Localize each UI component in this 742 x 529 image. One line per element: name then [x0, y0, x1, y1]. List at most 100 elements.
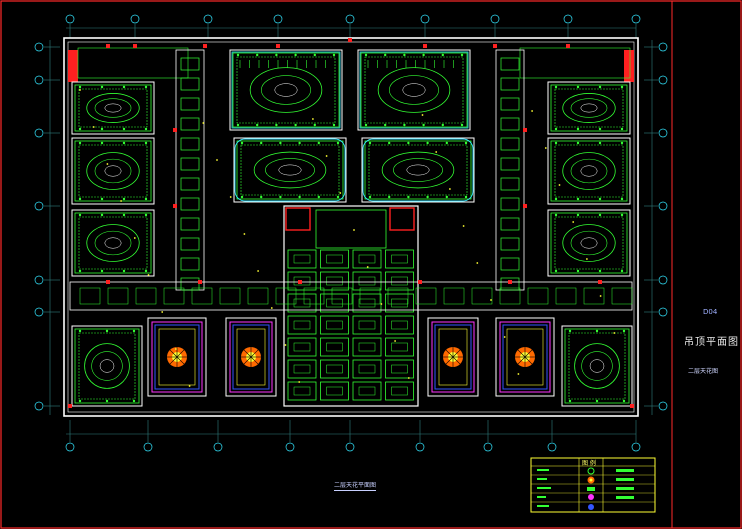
downlight-icon	[294, 53, 297, 57]
downlight-icon	[620, 141, 624, 145]
downlight-icon	[531, 110, 533, 112]
downlight-icon	[435, 151, 438, 153]
column-mark	[173, 128, 177, 132]
rosette-icon	[241, 347, 261, 367]
ceiling-room	[233, 137, 347, 203]
downlight-icon	[336, 195, 340, 199]
downlight-icon	[279, 141, 282, 145]
downlight-icon	[229, 196, 232, 198]
downlight-icon	[325, 155, 328, 157]
downlight-icon	[144, 213, 148, 217]
axis-bubble-icon	[34, 42, 44, 52]
downlight-icon	[313, 53, 316, 57]
downlight-icon	[441, 123, 444, 127]
axis-bubble-icon	[345, 442, 355, 452]
column-mark	[68, 404, 72, 408]
downlight-icon	[421, 114, 424, 116]
stair-core	[285, 207, 311, 231]
sheet-number: D04	[703, 308, 718, 316]
downlight-icon	[105, 329, 109, 333]
downlight-icon	[147, 274, 150, 276]
ceiling-panel	[135, 287, 157, 305]
downlight-icon	[460, 53, 464, 57]
downlight-icon	[622, 329, 626, 333]
downlight-icon	[422, 53, 425, 57]
stair-core	[389, 207, 415, 231]
corridor-ceiling	[175, 49, 205, 291]
downlight-icon	[100, 85, 104, 89]
downlight-icon	[403, 123, 406, 127]
downlight-icon	[312, 118, 314, 120]
axis-bubble-icon	[658, 275, 668, 285]
ceiling-room	[561, 325, 633, 407]
axis-bubble-icon	[563, 14, 573, 24]
ceiling-panel	[107, 287, 129, 305]
downlight-icon	[426, 141, 429, 145]
downlight-icon	[257, 270, 259, 272]
ceiling-panel	[583, 287, 605, 305]
downlight-icon	[216, 159, 218, 161]
downlight-icon	[202, 122, 205, 124]
column-mark	[106, 280, 110, 284]
axis-bubble-icon	[658, 75, 668, 85]
ceiling-room	[71, 209, 155, 277]
downlight-icon	[144, 85, 148, 89]
legend-title: 图 例	[582, 460, 596, 467]
downlight-icon	[568, 329, 572, 333]
downlight-icon	[403, 53, 406, 57]
sheet-title: 吊顶平面图	[684, 337, 739, 348]
axis-bubble-icon	[658, 401, 668, 411]
downlight-icon	[364, 123, 368, 127]
ceiling-panel	[191, 287, 213, 305]
axis-bubble-icon	[420, 14, 430, 24]
axis-bubble-icon	[34, 401, 44, 411]
downlight-icon	[353, 229, 355, 231]
downlight-icon	[317, 195, 320, 199]
ceiling-panel	[415, 287, 437, 305]
downlight-icon	[122, 213, 126, 217]
axis-bubble-icon	[273, 14, 283, 24]
downlight-icon	[445, 195, 448, 199]
axis-bubble-icon	[34, 128, 44, 138]
downlight-icon	[161, 311, 164, 313]
rosette-icon	[515, 347, 535, 367]
downlight-icon	[236, 53, 240, 57]
downlight-icon	[144, 269, 148, 273]
downlight-icon	[576, 127, 580, 131]
downlight-icon	[298, 141, 301, 145]
downlight-icon	[449, 188, 451, 190]
downlight-icon	[122, 197, 126, 201]
downlight-icon	[132, 329, 136, 333]
downlight-icon	[294, 123, 297, 127]
downlight-icon	[339, 192, 342, 194]
downlight-icon	[572, 221, 575, 223]
ceiling-panel	[275, 287, 297, 305]
downlight-icon	[144, 141, 148, 145]
downlight-icon	[275, 123, 278, 127]
column-mark	[423, 44, 427, 48]
downlight-icon	[620, 213, 624, 217]
downlight-icon	[407, 141, 410, 145]
downlight-icon	[236, 123, 240, 127]
downlight-icon	[598, 127, 602, 131]
ceiling-panel	[359, 287, 381, 305]
downlight-icon	[576, 85, 580, 89]
downlight-icon	[407, 377, 410, 379]
downlight-icon	[122, 269, 126, 273]
axis-bubble-icon	[203, 14, 213, 24]
downlight-icon	[598, 141, 602, 145]
downlight-icon	[598, 197, 602, 201]
downlight-icon	[100, 213, 104, 217]
axis-bubble-icon	[658, 128, 668, 138]
downlight-icon	[256, 123, 259, 127]
legend-rosette-icon	[587, 476, 595, 484]
axis-bubble-icon	[65, 442, 75, 452]
downlight-icon	[100, 127, 104, 131]
downlight-icon	[79, 89, 81, 91]
axis-bubble-icon	[631, 442, 641, 452]
legend-spot-icon	[588, 494, 594, 500]
axis-bubble-icon	[490, 14, 500, 24]
feature-ceiling-room	[225, 317, 277, 397]
downlight-icon	[558, 184, 561, 186]
